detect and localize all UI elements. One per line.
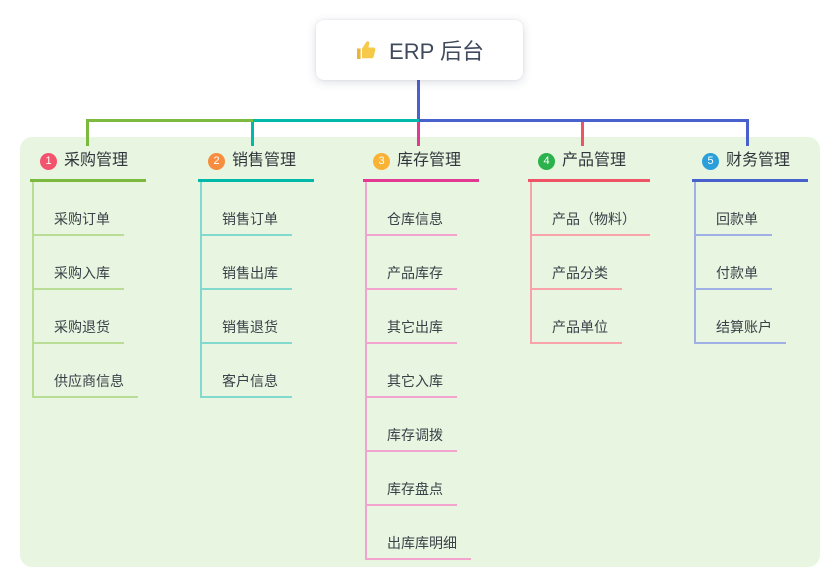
connector-trunk-left	[86, 119, 253, 122]
child-node[interactable]: 其它入库	[367, 344, 457, 398]
branches-background-panel	[20, 137, 820, 567]
connector-drop-finance	[746, 119, 749, 146]
connector-root-stem	[417, 80, 420, 119]
child-node[interactable]: 产品分类	[532, 236, 622, 290]
branch-children: 产品（物料） 产品分类 产品单位	[530, 182, 650, 344]
child-node[interactable]: 仓库信息	[367, 182, 457, 236]
child-node[interactable]: 销售出库	[202, 236, 292, 290]
root-node[interactable]: ERP 后台	[316, 20, 523, 80]
branch-children: 仓库信息 产品库存 其它出库 其它入库 库存调拨 库存盘点 出库库明细	[365, 182, 479, 560]
thumbs-up-icon	[355, 38, 379, 62]
child-node[interactable]: 采购退货	[34, 290, 124, 344]
branch-number-badge: 4	[538, 152, 555, 170]
branch-inventory: 3 库存管理 仓库信息 产品库存 其它出库 其它入库 库存调拨 库存盘点 出库库…	[363, 146, 480, 560]
child-node[interactable]: 其它出库	[367, 290, 457, 344]
branch-number-badge: 1	[40, 152, 57, 170]
child-node[interactable]: 销售退货	[202, 290, 292, 344]
child-node[interactable]: 客户信息	[202, 344, 292, 398]
branch-label: 产品管理	[562, 152, 627, 169]
branch-head-sales[interactable]: 2 销售管理	[198, 146, 315, 182]
connector-drop-product	[581, 119, 584, 146]
branch-head-purchase[interactable]: 1 采购管理	[30, 146, 147, 182]
branch-head-finance[interactable]: 5 财务管理	[692, 146, 809, 182]
branch-number-badge: 3	[373, 152, 390, 170]
child-node[interactable]: 回款单	[696, 182, 772, 236]
child-node[interactable]: 产品（物料）	[532, 182, 650, 236]
branch-children: 销售订单 销售出库 销售退货 客户信息	[200, 182, 314, 398]
child-node[interactable]: 供应商信息	[34, 344, 138, 398]
branch-finance: 5 财务管理 回款单 付款单 结算账户	[692, 146, 809, 344]
branch-number-badge: 2	[208, 152, 225, 170]
connector-trunk-right	[419, 119, 749, 122]
connector-drop-sales	[251, 119, 254, 146]
branch-children: 采购订单 采购入库 采购退货 供应商信息	[32, 182, 146, 398]
root-label: ERP 后台	[389, 39, 484, 64]
child-node[interactable]: 销售订单	[202, 182, 292, 236]
branch-label: 库存管理	[397, 152, 462, 169]
branch-head-inventory[interactable]: 3 库存管理	[363, 146, 480, 182]
child-node[interactable]: 出库库明细	[367, 506, 471, 560]
connector-drop-purchase	[86, 119, 89, 146]
branch-number-badge: 5	[702, 152, 719, 170]
connector-drop-inventory	[417, 119, 420, 146]
branch-sales: 2 销售管理 销售订单 销售出库 销售退货 客户信息	[198, 146, 315, 398]
child-node[interactable]: 产品库存	[367, 236, 457, 290]
child-node[interactable]: 采购入库	[34, 236, 124, 290]
branch-label: 采购管理	[64, 152, 129, 169]
branch-head-product[interactable]: 4 产品管理	[528, 146, 650, 182]
child-node[interactable]: 结算账户	[696, 290, 786, 344]
branch-children: 回款单 付款单 结算账户	[694, 182, 808, 344]
child-node[interactable]: 采购订单	[34, 182, 124, 236]
branch-label: 财务管理	[726, 152, 791, 169]
child-node[interactable]: 库存调拨	[367, 398, 457, 452]
connector-trunk-middle	[253, 119, 419, 122]
child-node[interactable]: 付款单	[696, 236, 772, 290]
branch-label: 销售管理	[232, 152, 297, 169]
branch-purchase: 1 采购管理 采购订单 采购入库 采购退货 供应商信息	[30, 146, 147, 398]
branch-product: 4 产品管理 产品（物料） 产品分类 产品单位	[528, 146, 650, 344]
child-node[interactable]: 库存盘点	[367, 452, 457, 506]
child-node[interactable]: 产品单位	[532, 290, 622, 344]
